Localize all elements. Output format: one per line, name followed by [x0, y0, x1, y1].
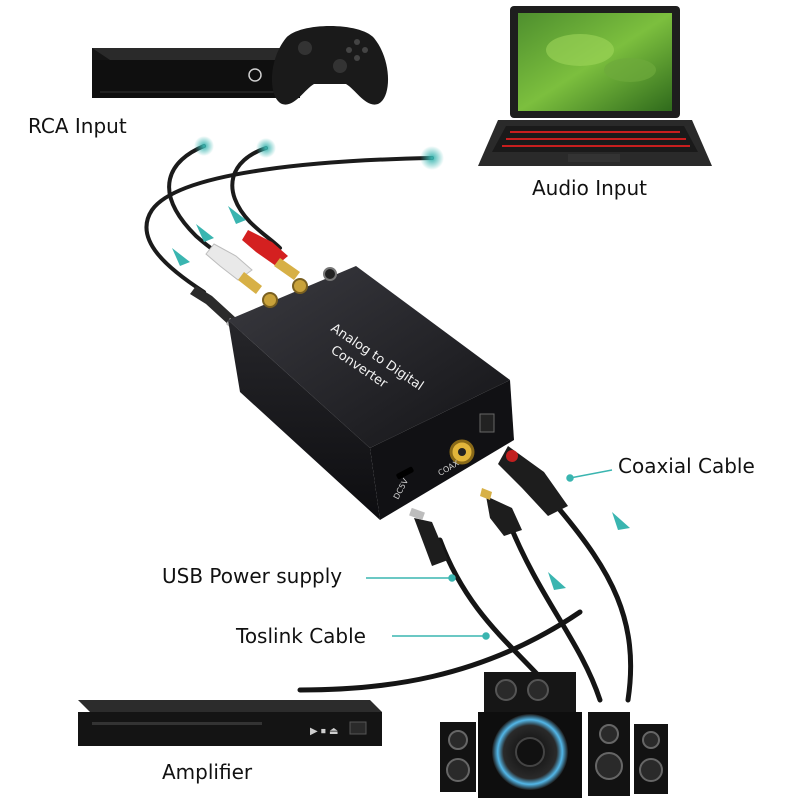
svg-text:▶ ⏹ ⏏: ▶ ⏹ ⏏: [310, 726, 339, 737]
callout-dot: [420, 146, 444, 170]
output-cables: [297, 507, 634, 703]
callout-lines: [366, 469, 613, 640]
label-amplifier: Amplifier: [162, 760, 253, 784]
laptop-icon: [478, 6, 712, 166]
game-console-icon: [92, 48, 318, 98]
label-toslink-cable: Toslink Cable: [236, 624, 366, 648]
callout-dot: [194, 136, 214, 156]
callout-dot: [256, 138, 276, 158]
converter-device: [228, 266, 514, 520]
label-audio-input: Audio Input: [532, 176, 647, 200]
usb-c-plug: [409, 507, 448, 566]
coax-rca-plug: [480, 488, 522, 536]
label-usb-power-supply: USB Power supply: [162, 564, 343, 588]
label-rca-input: RCA Input: [28, 114, 127, 138]
toslink-plug: [498, 446, 568, 516]
gamepad-icon: [271, 26, 389, 105]
speaker-system-icon: [440, 672, 668, 798]
direction-arrow-icon: [548, 512, 630, 590]
label-coaxial-cable: Coaxial Cable: [618, 454, 755, 478]
rca-white-plug: [205, 243, 262, 294]
rca-red-plug: [242, 230, 300, 280]
direction-arrow-icon: [172, 206, 246, 266]
dvd-amplifier-icon: ▶ ⏹ ⏏: [78, 700, 382, 746]
